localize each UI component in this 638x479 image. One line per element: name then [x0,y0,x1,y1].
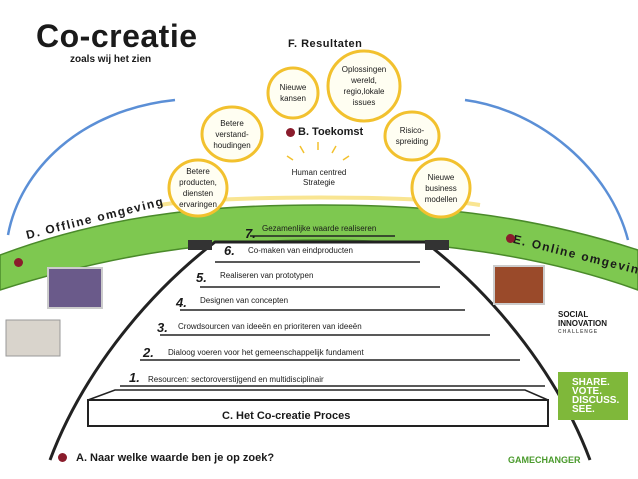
online-photo [493,265,545,305]
result-risicospreiding: Risico- spreiding [395,126,429,146]
offline-photo-group [47,267,103,309]
step-platforms [120,235,545,387]
sun-rays [286,142,350,161]
result-nieuwe-business: Nieuwe business modellen [424,172,458,204]
question-dot-icon [58,453,67,462]
step-4-number: 4. [176,295,187,310]
base-slab [87,399,549,427]
online-dot-icon [506,234,515,243]
step-3-number: 3. [157,320,168,335]
brand-logo: GAMECHANGER [508,455,581,465]
step-6-number: 6. [224,243,235,258]
question-label: A. Naar welke waarde ben je op zoek? [76,452,275,464]
result-betere-verstandhoudingen: Betere verstand- houdingen [213,118,251,150]
page-title: Co-creatie [36,18,198,54]
share-vote-logo: SHARE. VOTE. DISCUSS. SEE. [572,377,620,415]
share-logo-line1: SHARE. [572,377,610,388]
result-betere-producten: Betere producten, diensten ervaringen [179,167,217,209]
step-1-text: Resourcen: sectoroverstijgend en multidi… [148,375,324,384]
future-dot-icon [286,128,295,137]
result-nieuwe-kansen: Nieuwe kansen [279,83,307,103]
offline-photo-screens [5,319,61,357]
step-3-text: Crowdsourcen van ideeën en prioriteren v… [178,322,362,331]
offline-dot-icon [14,258,23,267]
social-innovation-logo: SOCIAL INNOVATION CHALLENGE [558,310,607,337]
step-1-number: 1. [129,370,140,385]
step-2-text: Dialoog voeren voor het gemeenschappelij… [168,348,364,357]
step-2-number: 2. [143,345,154,360]
pyramid-cap-right [425,240,449,250]
step-7-number: 7. [245,226,256,241]
result-oplossingen: Oplossingen wereld, regio,lokale issues [341,65,387,107]
process-label: C. Het Co-creatie Proces [222,410,351,422]
core-strategy-label: Human centred Strategie [291,168,347,187]
page-subtitle: zoals wij het zien [70,54,152,65]
base-top [87,389,549,401]
future-label: B. Toekomst [298,126,364,138]
step-5-text: Realiseren van prototypen [220,271,314,280]
social-logo-line2: INNOVATION [558,319,608,328]
step-5-number: 5. [196,270,207,285]
result-bubbles [167,49,472,219]
share-vote-logo-box [558,372,628,420]
step-7-text: Gezamenlijke waarde realiseren [262,224,377,233]
share-logo-line3: DISCUSS. [572,395,620,406]
social-logo-line3: CHALLENGE [558,329,599,335]
sky-arc [6,98,630,241]
share-logo-line4: SEE. [572,404,595,415]
step-4-text: Designen van concepten [200,296,289,305]
results-heading: F. Resultaten [288,38,363,50]
step-6-text: Co-maken van eindproducten [248,246,353,255]
social-logo-line1: SOCIAL [558,310,589,319]
pyramid-cap-left [188,240,212,250]
share-logo-line2: VOTE. [572,386,603,397]
